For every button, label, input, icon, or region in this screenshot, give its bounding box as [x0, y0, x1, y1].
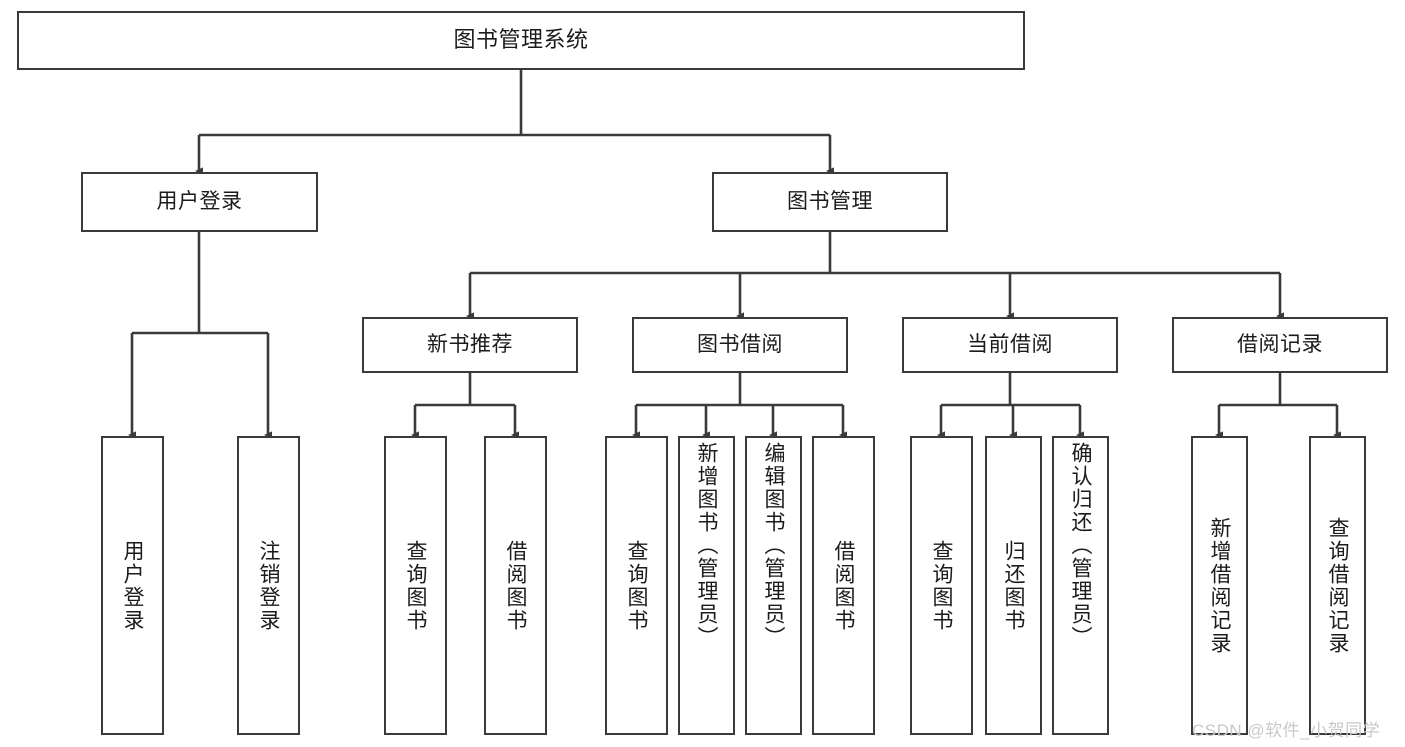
node-leaf-confirm-return[interactable]: 确认归还（管理员）: [1052, 436, 1109, 735]
node-current-borrow[interactable]: 当前借阅: [902, 317, 1118, 373]
node-leaf-edit-book[interactable]: 编辑图书（管理员）: [745, 436, 802, 735]
node-leaf-query-book-2[interactable]: 查询图书: [605, 436, 668, 735]
node-current-borrow-label: 当前借阅: [967, 333, 1053, 357]
node-leaf-query-book-1-label: 查询图书: [404, 539, 428, 632]
node-borrow-record-label: 借阅记录: [1237, 333, 1323, 357]
node-leaf-add-borrow-record-label: 新增借阅记录: [1208, 516, 1232, 655]
node-leaf-user-logout[interactable]: 注销登录: [237, 436, 300, 735]
node-leaf-borrow-book-1[interactable]: 借阅图书: [484, 436, 547, 735]
node-root-label: 图书管理系统: [453, 27, 589, 53]
node-new-book-recommend[interactable]: 新书推荐: [362, 317, 578, 373]
node-leaf-return-book[interactable]: 归还图书: [985, 436, 1042, 735]
node-leaf-borrow-book-2[interactable]: 借阅图书: [812, 436, 875, 735]
node-leaf-query-book-1[interactable]: 查询图书: [384, 436, 447, 735]
node-user-login[interactable]: 用户登录: [81, 172, 318, 232]
node-leaf-edit-book-label: 编辑图书（管理员）: [762, 442, 786, 649]
node-book-manage-label: 图书管理: [787, 190, 873, 214]
node-book-borrow-label: 图书借阅: [697, 333, 783, 357]
node-leaf-query-book-3-label: 查询图书: [930, 539, 954, 632]
node-leaf-add-book-label: 新增图书（管理员）: [695, 442, 719, 649]
node-book-manage[interactable]: 图书管理: [712, 172, 948, 232]
node-root[interactable]: 图书管理系统: [17, 11, 1025, 70]
watermark: CSDN @软件_小贺同学: [1192, 721, 1381, 740]
node-borrow-record[interactable]: 借阅记录: [1172, 317, 1388, 373]
node-leaf-return-book-label: 归还图书: [1002, 539, 1026, 632]
node-leaf-query-book-2-label: 查询图书: [625, 539, 649, 632]
node-leaf-confirm-return-label: 确认归还（管理员）: [1069, 442, 1093, 649]
node-leaf-query-borrow-record-label: 查询借阅记录: [1326, 516, 1350, 655]
node-new-book-recommend-label: 新书推荐: [427, 333, 513, 357]
node-leaf-borrow-book-1-label: 借阅图书: [504, 539, 528, 632]
node-book-borrow[interactable]: 图书借阅: [632, 317, 848, 373]
node-leaf-query-borrow-record[interactable]: 查询借阅记录: [1309, 436, 1366, 735]
edges: [128, 70, 1342, 439]
node-leaf-user-logout-label: 注销登录: [257, 539, 281, 632]
node-user-login-label: 用户登录: [156, 190, 243, 214]
node-leaf-add-borrow-record[interactable]: 新增借阅记录: [1191, 436, 1248, 735]
node-leaf-user-login[interactable]: 用户登录: [101, 436, 164, 735]
node-leaf-query-book-3[interactable]: 查询图书: [910, 436, 973, 735]
node-leaf-borrow-book-2-label: 借阅图书: [832, 539, 856, 632]
node-leaf-user-login-label: 用户登录: [121, 539, 145, 632]
node-leaf-add-book[interactable]: 新增图书（管理员）: [678, 436, 735, 735]
